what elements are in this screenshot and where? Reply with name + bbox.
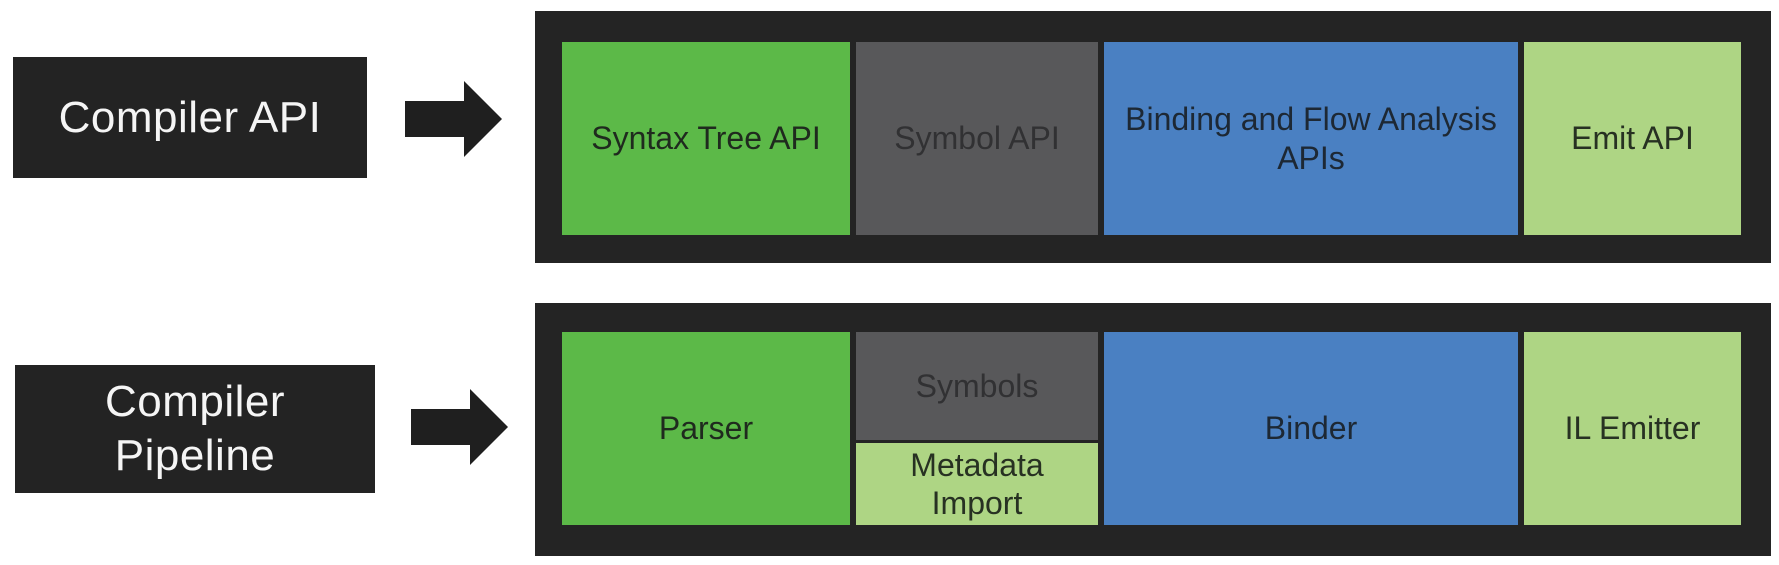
box-binding-flow-analysis-apis-text: Binding and Flow Analysis APIs <box>1125 101 1497 176</box>
box-metadata-import-text: Metadata Import <box>910 446 1044 521</box>
box-parser: Parser <box>562 332 850 525</box>
box-syntax-tree-api-text: Syntax Tree API <box>591 120 821 157</box>
box-binder-text: Binder <box>1264 410 1358 447</box>
box-binder: Binder <box>1104 332 1518 525</box>
symbols-metadata-stack: Symbols Metadata Import <box>856 332 1098 525</box>
box-emit-api-text: Emit API <box>1571 120 1694 157</box>
compiler-pipeline-label: Compiler Pipeline <box>15 365 375 493</box>
box-symbols-text: Symbols <box>915 367 1039 404</box>
compiler-api-container: Syntax Tree API Symbol API Binding and F… <box>535 11 1771 263</box>
box-parser-text: Parser <box>658 410 754 447</box>
arrow-right-icon <box>411 389 508 465</box>
box-syntax-tree-api: Syntax Tree API <box>562 42 850 235</box>
compiler-pipeline-container: Parser Symbols Metadata Import Binder IL… <box>535 303 1771 556</box>
box-emit-api: Emit API <box>1524 42 1741 235</box>
box-symbols: Symbols <box>856 332 1098 440</box>
box-symbol-api-text: Symbol API <box>894 120 1060 157</box>
box-symbol-api: Symbol API <box>856 42 1098 235</box>
arrow-right-icon <box>405 81 502 157</box>
compiler-api-label: Compiler API <box>13 57 367 178</box>
compiler-pipeline-label-text: Compiler Pipeline <box>104 377 286 480</box>
box-binding-flow-analysis-apis: Binding and Flow Analysis APIs <box>1104 42 1518 235</box>
compiler-api-label-text: Compiler API <box>58 92 322 142</box>
box-il-emitter-text: IL Emitter <box>1564 410 1701 447</box>
box-il-emitter: IL Emitter <box>1524 332 1741 525</box>
box-metadata-import: Metadata Import <box>856 443 1098 525</box>
